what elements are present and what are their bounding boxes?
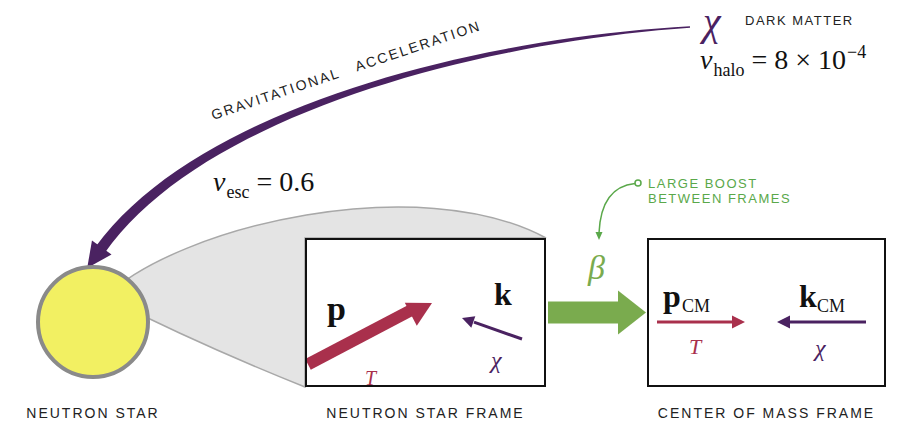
leader-dot xyxy=(635,180,641,186)
frame-heading: CENTER OF MASS FRAME xyxy=(658,406,875,420)
particle-label: χ xyxy=(815,336,826,360)
boost-arrow-head xyxy=(618,291,646,335)
boost-arrow-shaft xyxy=(548,302,622,324)
arrow-caption: GRAVITATIONAL ACCELERATION xyxy=(209,18,482,122)
particle-label: T xyxy=(689,336,701,358)
neutron-star: NEUTRON STAR xyxy=(35,264,151,380)
frame-box: NEUTRON STAR FRAMEpTkχ xyxy=(305,238,546,387)
leader-line xyxy=(599,184,635,234)
subscript: CM xyxy=(682,297,710,315)
arrow-head xyxy=(462,316,475,327)
frame-box: CENTER OF MASS FRAMEpCMTkCMχ xyxy=(647,238,886,387)
caption-text: DARK MATTER xyxy=(745,14,854,27)
arrow-head xyxy=(777,316,790,329)
momentum-symbol: k xyxy=(799,280,817,312)
escape-velocity: vesc= 0.6 xyxy=(213,168,314,196)
particle-label: χ xyxy=(491,348,502,372)
arrow-head xyxy=(732,316,745,329)
formula-part: esc xyxy=(226,183,249,201)
star-heading: NEUTRON STAR xyxy=(26,406,159,420)
formula-part: halo xyxy=(713,61,744,79)
subscript: CM xyxy=(817,297,845,315)
gravity-arrow-head xyxy=(87,241,111,268)
zoom-wedge xyxy=(105,207,546,387)
dark-matter-symbol: χ xyxy=(703,2,721,42)
arrow-head xyxy=(405,303,432,326)
frame-heading: NEUTRON STAR FRAME xyxy=(326,406,524,420)
particle-label: T xyxy=(365,368,376,388)
star-outline xyxy=(35,264,151,380)
velocity-symbol: v xyxy=(700,46,712,74)
leader-head xyxy=(596,232,603,240)
momentum-arrow xyxy=(308,310,412,365)
momentum-arrow xyxy=(474,322,522,339)
boost-note: LARGE BOOST BETWEEN FRAMES xyxy=(648,176,798,206)
halo-velocity: vhalo= 8 × 10−4 xyxy=(700,46,866,74)
velocity-symbol: v xyxy=(213,168,225,196)
formula-part: = 0.6 xyxy=(256,168,314,196)
momentum-symbol: k xyxy=(494,278,512,310)
star-disc xyxy=(38,267,148,377)
boost-arrow xyxy=(548,291,646,335)
momentum-symbol: p xyxy=(663,280,681,312)
momentum-arrow xyxy=(657,321,734,324)
formula-part: = 8 × 10 xyxy=(751,46,846,74)
boost-symbol: β xyxy=(588,251,605,285)
formula-part: −4 xyxy=(847,43,866,61)
momentum-symbol: p xyxy=(327,292,346,326)
momentum-arrow xyxy=(788,321,866,324)
